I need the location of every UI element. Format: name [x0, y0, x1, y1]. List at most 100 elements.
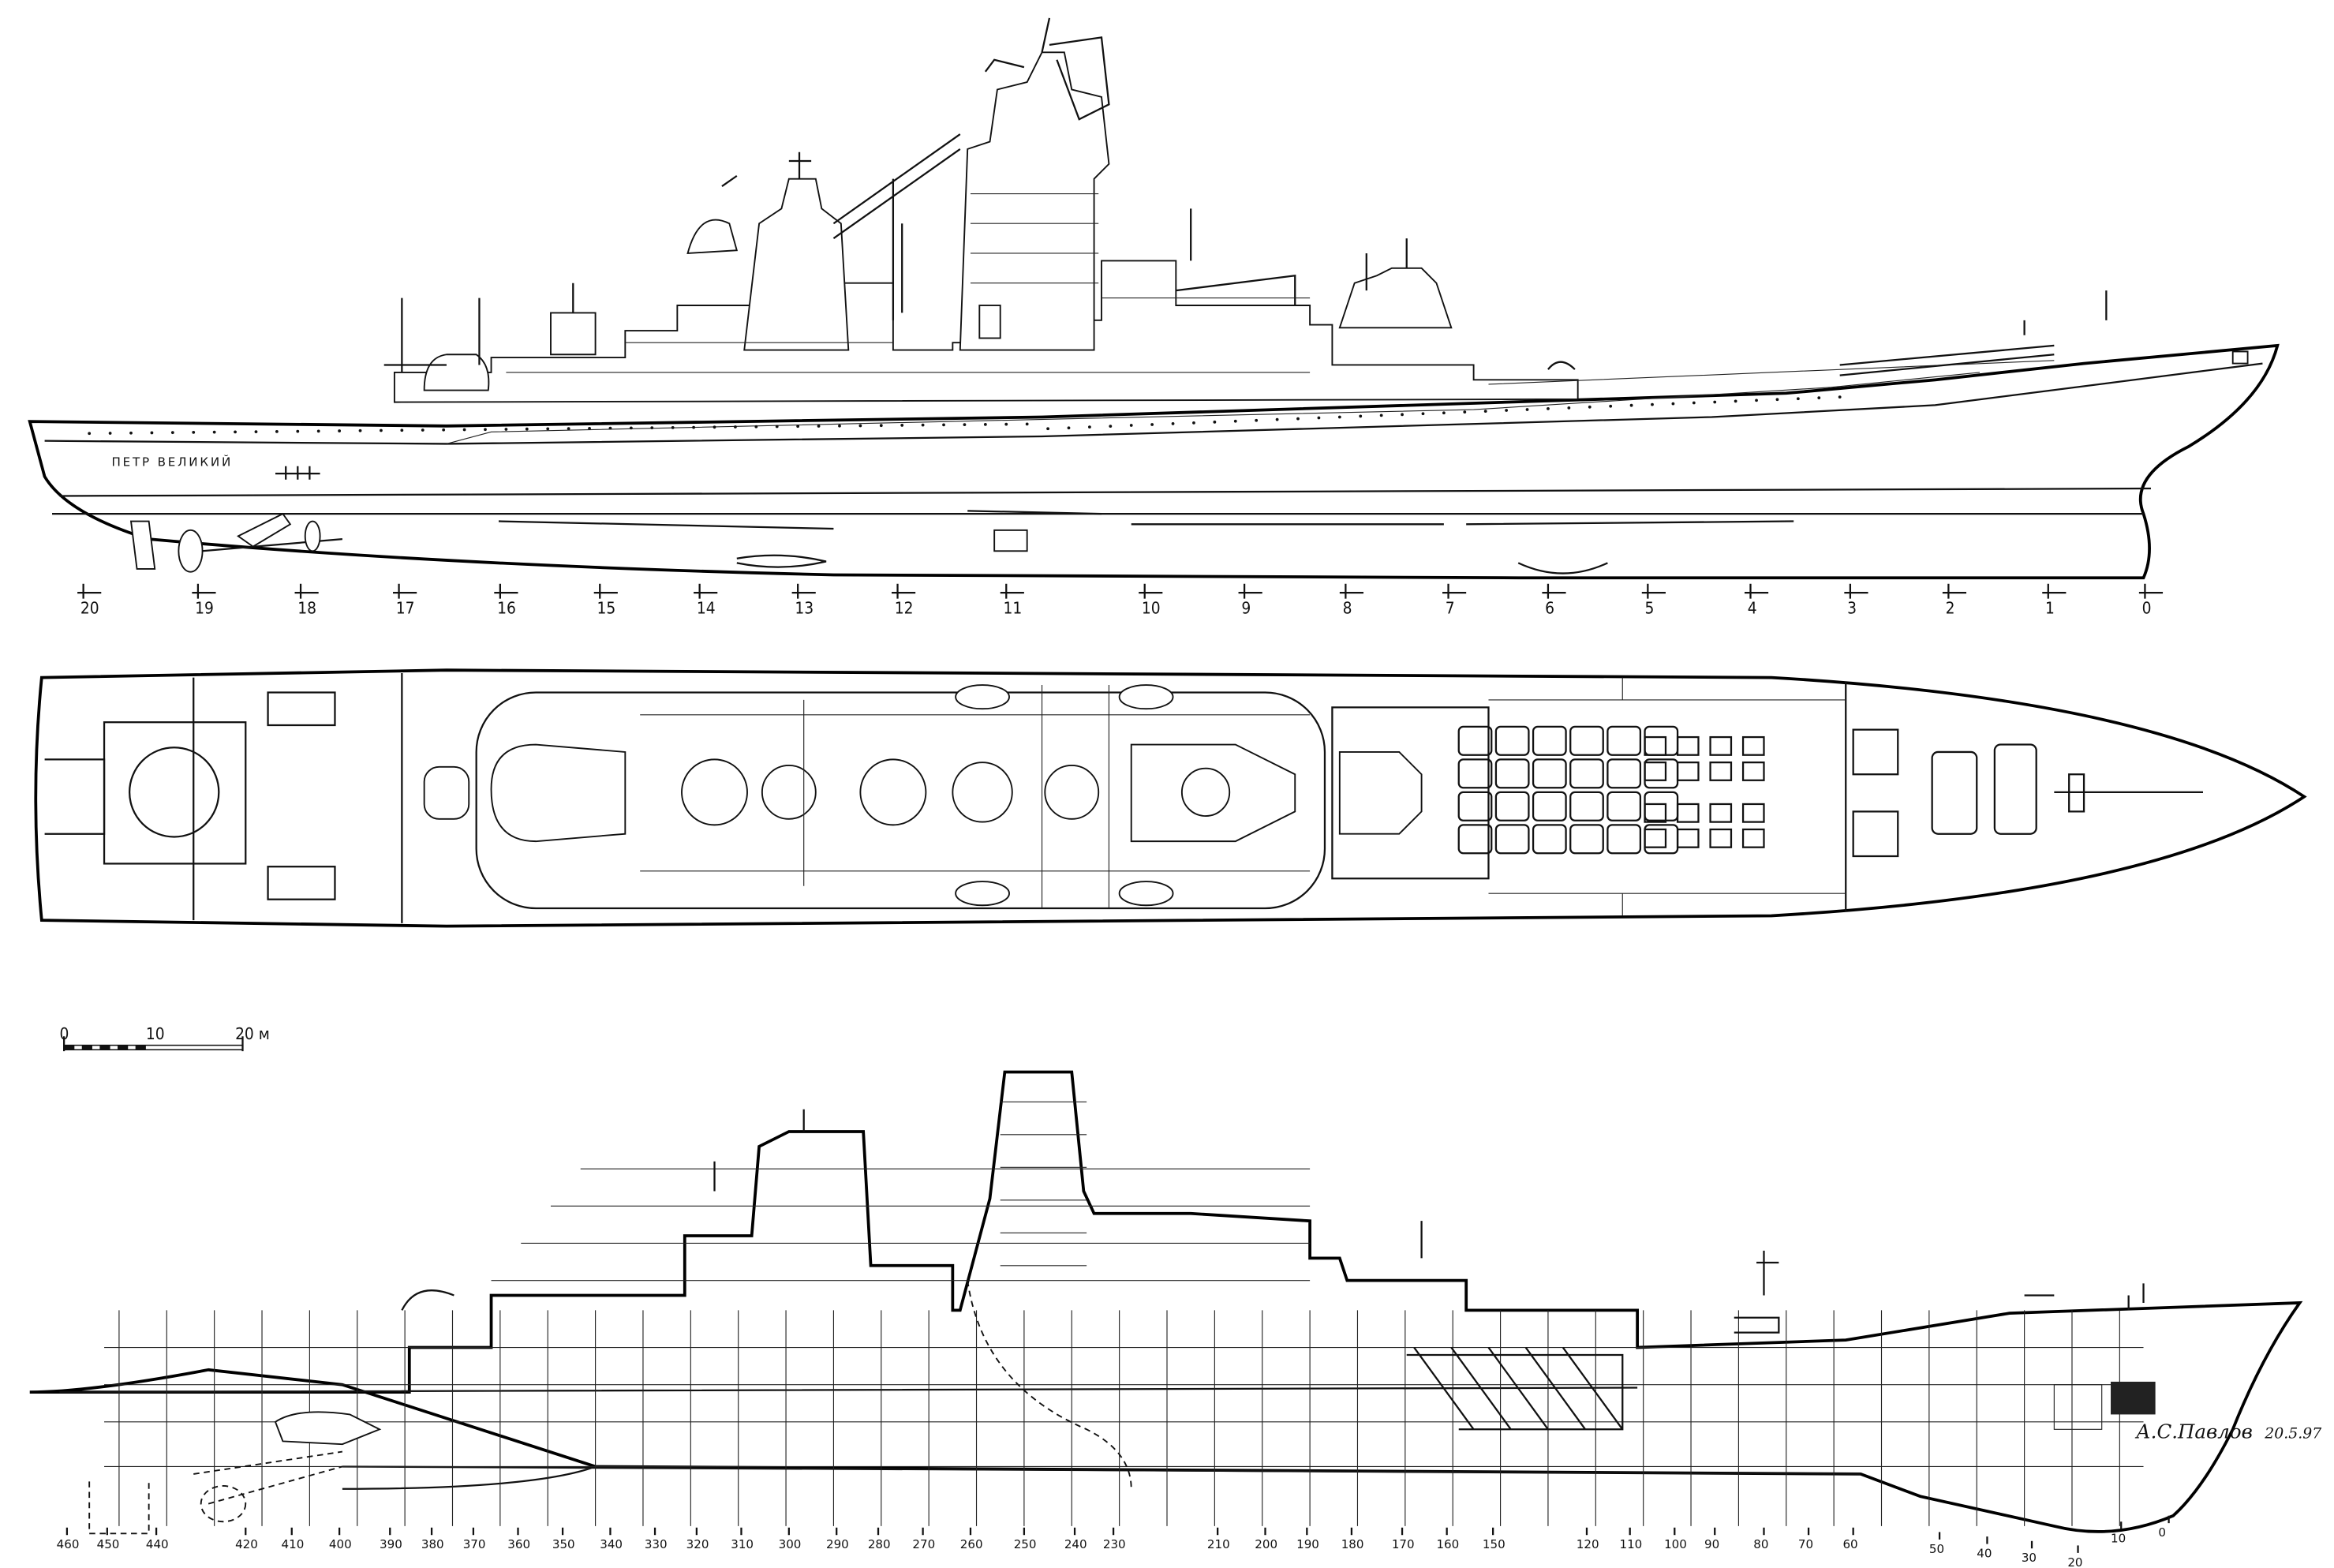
deckhouse-details — [423, 684, 1311, 909]
frame-label: 40 — [1977, 1547, 1992, 1561]
frame-label: 230 — [1103, 1537, 1126, 1551]
station-label: 9 — [1241, 598, 1251, 617]
boot-top-line — [59, 487, 2151, 497]
station-label: 3 — [1847, 598, 1857, 617]
signature-date: 20.5.97 — [2264, 1425, 2321, 1443]
plan-view — [34, 668, 2307, 928]
frame-label: 190 — [1296, 1537, 1319, 1551]
fore-magazine — [2053, 1381, 2156, 1430]
frame-label: 240 — [1064, 1537, 1087, 1551]
frame-label: 330 — [645, 1537, 668, 1551]
frame-label: 90 — [1704, 1537, 1719, 1551]
draft-mark — [275, 466, 320, 480]
frame-label: 380 — [421, 1537, 444, 1551]
launcher-hatches — [1644, 735, 1765, 848]
station-label: 7 — [1446, 598, 1455, 617]
station-label: 6 — [1545, 598, 1554, 617]
station-label: 0 — [2142, 598, 2152, 617]
frame-label: 80 — [1753, 1537, 1768, 1551]
intake — [993, 529, 1028, 552]
signature-author: А.С.Павлов — [2134, 1420, 2253, 1443]
frame-label: 290 — [826, 1537, 849, 1551]
station-label: 16 — [497, 598, 516, 617]
frame-label: 300 — [779, 1537, 802, 1551]
inboard-hull-outline — [29, 1070, 2303, 1533]
frame-label: 50 — [1929, 1542, 1944, 1556]
frame-label: 150 — [1483, 1537, 1506, 1551]
frame-label: 340 — [600, 1537, 623, 1551]
frame-label: 370 — [463, 1537, 486, 1551]
frame-label: 250 — [1014, 1537, 1037, 1551]
frame-label: 160 — [1436, 1537, 1459, 1551]
scale-label-0: 0 — [59, 1024, 69, 1043]
station-label: 14 — [697, 598, 716, 617]
anchor-gear — [2054, 773, 2203, 813]
missile-silos — [1406, 1346, 1624, 1431]
frame-label: 30 — [2022, 1551, 2037, 1565]
rudder — [129, 520, 156, 570]
station-label: 4 — [1748, 598, 1757, 617]
frame-label: 60 — [1842, 1537, 1857, 1551]
stabilizer — [736, 554, 827, 568]
station-label: 13 — [795, 598, 814, 617]
signature: А.С.Павлов 20.5.97 — [2134, 1420, 2321, 1443]
helipad — [103, 721, 247, 865]
deck-edge-line — [44, 362, 2263, 445]
frame-label: 10 — [2111, 1532, 2126, 1546]
frame-label: 200 — [1255, 1537, 1277, 1551]
station-label: 12 — [895, 598, 914, 617]
compartment-grid — [104, 1101, 2144, 1526]
scale-bar: 0 10 20 м — [59, 1024, 270, 1052]
frame-label: 120 — [1577, 1537, 1599, 1551]
frame-label: 440 — [146, 1537, 169, 1551]
helicopter-hangar — [274, 1411, 382, 1446]
ship-name-label: ПЕТР ВЕЛИКИЙ — [111, 455, 233, 470]
portholes — [88, 395, 1842, 436]
propeller — [178, 512, 342, 573]
frame-label: 260 — [960, 1537, 983, 1551]
frame-label: 270 — [912, 1537, 935, 1551]
station-label: 20 — [80, 598, 99, 617]
central-deckhouse — [475, 691, 1326, 910]
frame-label: 210 — [1207, 1537, 1230, 1551]
station-label: 8 — [1343, 598, 1352, 617]
station-label: 15 — [597, 598, 615, 617]
station-label: 18 — [297, 598, 316, 617]
sheer-stripe — [446, 372, 1981, 444]
superstructure — [383, 17, 2249, 403]
frame-label: 170 — [1392, 1537, 1415, 1551]
frame-label: 180 — [1341, 1537, 1364, 1551]
frame-label: 110 — [1619, 1537, 1642, 1551]
frame-label: 310 — [731, 1537, 754, 1551]
station-label: 11 — [1003, 598, 1022, 617]
sonar-dome — [1517, 562, 1608, 574]
frame-label: 100 — [1664, 1537, 1687, 1551]
shaft-line — [88, 1450, 343, 1535]
station-label: 19 — [195, 598, 214, 617]
frame-label: 0 — [2158, 1525, 2166, 1540]
frame-label: 360 — [507, 1537, 530, 1551]
frame-label: 400 — [329, 1537, 352, 1551]
scale-label-20: 20 м — [235, 1024, 270, 1043]
station-label: 2 — [1946, 598, 1955, 617]
station-label: 17 — [396, 598, 415, 617]
frame-label: 70 — [1798, 1537, 1813, 1551]
deck-outline — [34, 668, 2307, 928]
frame-label: 350 — [552, 1537, 575, 1551]
station-label: 1 — [2045, 598, 2055, 617]
frame-label: 390 — [380, 1537, 402, 1551]
scale-label-10: 10 — [146, 1024, 165, 1043]
fore-hatch — [1931, 750, 1978, 835]
side-profile-view: ПЕТР ВЕЛИКИЙ — [28, 17, 2280, 617]
frame-label: 320 — [686, 1537, 709, 1551]
station-label: 5 — [1645, 598, 1655, 617]
frame-label: 460 — [57, 1537, 80, 1551]
frame-label: 280 — [868, 1537, 891, 1551]
frame-label: 410 — [282, 1537, 305, 1551]
fore-launchers — [1852, 728, 1899, 858]
frame-label: 450 — [97, 1537, 120, 1551]
